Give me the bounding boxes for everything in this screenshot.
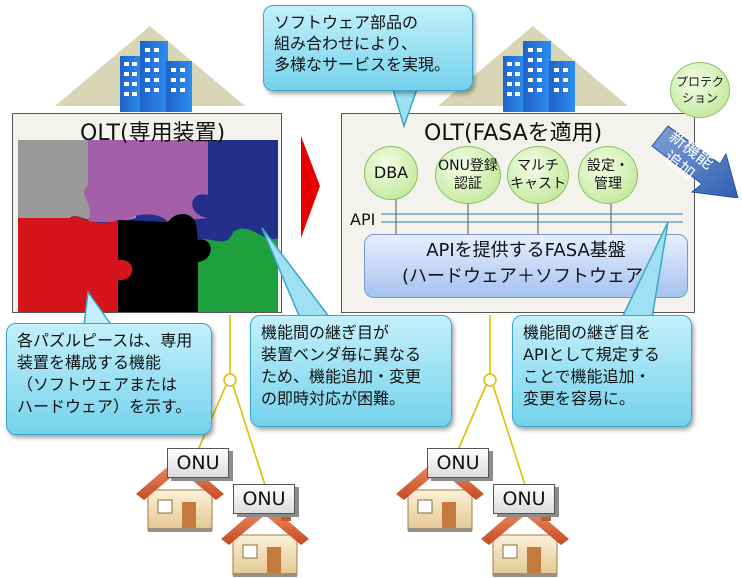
- function-config-management: 設定・ 管理: [578, 146, 638, 204]
- function-multicast-label: マルチ キャスト: [510, 158, 566, 192]
- right-fiber-tree: [457, 315, 526, 486]
- left-fiber-tree: [197, 315, 266, 486]
- function-multicast: マルチ キャスト: [507, 146, 569, 204]
- function-dba: DBA: [364, 146, 418, 200]
- onu-box: ONU: [427, 448, 489, 478]
- api-label: API: [350, 210, 376, 229]
- callout-puzzle-pieces: 各パズルピースは、専用 装置を構成する機能 （ソフトウェアまたは ハードウェア）…: [6, 323, 212, 435]
- callout-software-components: ソフトウェア部品の 組み合わせにより、 多様なサービスを実現。: [263, 5, 473, 91]
- left-splitter-icon: [223, 373, 237, 387]
- callout-dedicated-issue: 機能間の継ぎ目が 装置ベンダ毎に異なる ため、機能追加・変更 の即時対応が困難。: [250, 315, 452, 427]
- function-onu-registration: ONU登録 認証: [435, 146, 501, 204]
- onu-box: ONU: [167, 448, 229, 478]
- fasa-platform: APIを提供するFASA基盤 (ハードウェア＋ソフトウェア): [364, 234, 688, 298]
- puzzle-graphic: [18, 140, 278, 312]
- protection-function-label: プロテク ション: [675, 75, 724, 105]
- callout-fasa-benefit: 機能間の継ぎ目を APIとして規定する ことで機能追加・ 変更を容易に。: [512, 315, 692, 427]
- api-lines: [381, 198, 683, 238]
- new-function-arrow: [651, 125, 739, 198]
- right-splitter-icon: [483, 373, 497, 387]
- puzzle-piece-red: [18, 216, 133, 312]
- function-config-management-label: 設定・ 管理: [587, 158, 629, 192]
- onu-box: ONU: [233, 484, 295, 514]
- onu-box: ONU: [493, 484, 555, 514]
- transition-arrow: [301, 136, 320, 238]
- puzzle-piece-purple: [84, 140, 208, 222]
- left-panel-title: OLT(専用装置): [80, 121, 226, 146]
- puzzle-piece-green: [198, 228, 278, 312]
- dedicated-olt-panel: [12, 113, 282, 313]
- function-dba-label: DBA: [373, 163, 409, 182]
- protection-function: プロテク ション: [670, 62, 730, 118]
- function-onu-registration-label: ONU登録 認証: [438, 158, 498, 192]
- puzzle-piece-black: [118, 213, 211, 312]
- right-panel-title: OLT(FASAを適用): [424, 121, 603, 146]
